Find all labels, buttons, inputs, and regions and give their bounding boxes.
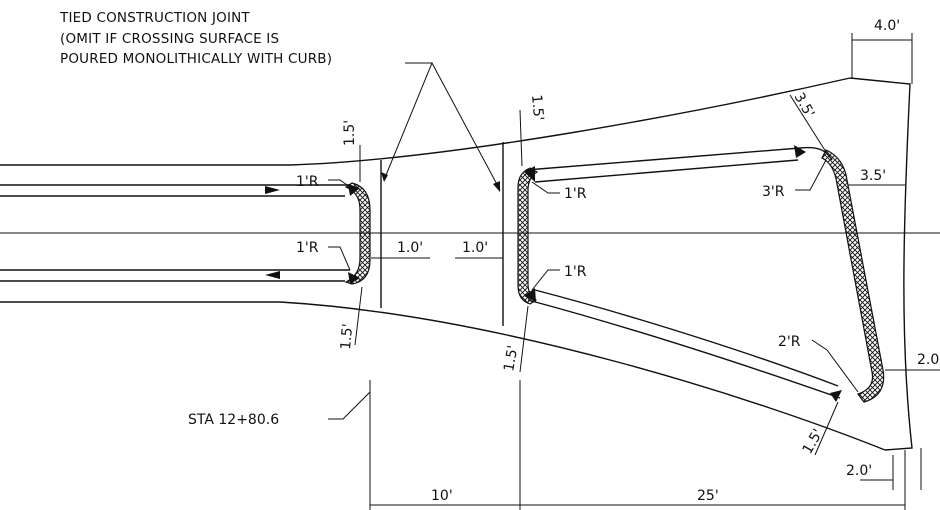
dim-1-5-lower-right: 1.5' xyxy=(800,426,827,457)
dim-1-5-left-top: 1.5' xyxy=(342,120,358,146)
note-labels: TIED CONSTRUCTION JOINT (OMIT IF CROSSIN… xyxy=(59,10,332,428)
radius-1-left-top: 1'R xyxy=(296,174,319,190)
dim-2-0-bottom: 2.0' xyxy=(846,463,872,479)
bottom-curb-line xyxy=(0,301,886,451)
radius-3: 3'R xyxy=(762,184,785,200)
right-end-line xyxy=(849,77,913,451)
radius-1-right-top: 1'R xyxy=(564,186,587,202)
top-curb-line xyxy=(0,77,851,166)
dimension-lines xyxy=(328,33,940,510)
dim-1-5-right-bottom: 1.5' xyxy=(501,344,521,373)
dim-3-5-right: 3.5' xyxy=(860,168,886,184)
left-island xyxy=(0,182,371,285)
pavement-edges xyxy=(0,77,940,451)
right-island xyxy=(517,145,885,403)
joint-note-line1: TIED CONSTRUCTION JOINT xyxy=(59,10,250,26)
radius-labels: 1'R 1'R 1'R 1'R 3'R 2'R xyxy=(296,174,801,350)
right-island-right-nose xyxy=(821,149,885,403)
dim-1-5-right-top: 1.5' xyxy=(528,94,546,121)
left-island-nose xyxy=(344,182,371,285)
joint-note-line3: POURED MONOLITHICALLY WITH CURB) xyxy=(60,51,332,67)
radius-1-left-bottom: 1'R xyxy=(296,240,319,256)
construction-joints xyxy=(380,142,504,326)
dim-25: 25' xyxy=(697,488,719,504)
dimension-labels: 4.0' 3.5' 3.5' 1.5' 1.5' 1.5' 1.5' 1.5' … xyxy=(338,18,939,504)
right-island-left-nose xyxy=(517,167,539,305)
station-label: STA 12+80.6 xyxy=(188,412,279,428)
dim-2-0-right: 2.0 xyxy=(917,352,939,368)
dim-3-5-top: 3.5' xyxy=(791,90,818,121)
radius-1-right-bottom: 1'R xyxy=(564,264,587,280)
dim-10: 10' xyxy=(431,488,453,504)
joint-note-line2: (OMIT IF CROSSING SURFACE IS xyxy=(60,31,279,47)
dim-4-0: 4.0' xyxy=(874,18,900,34)
radius-2: 2'R xyxy=(778,334,801,350)
dim-1-0-right: 1.0' xyxy=(462,240,488,256)
dim-1-0-left: 1.0' xyxy=(397,240,423,256)
dim-1-5-left-bottom: 1.5' xyxy=(338,323,356,350)
